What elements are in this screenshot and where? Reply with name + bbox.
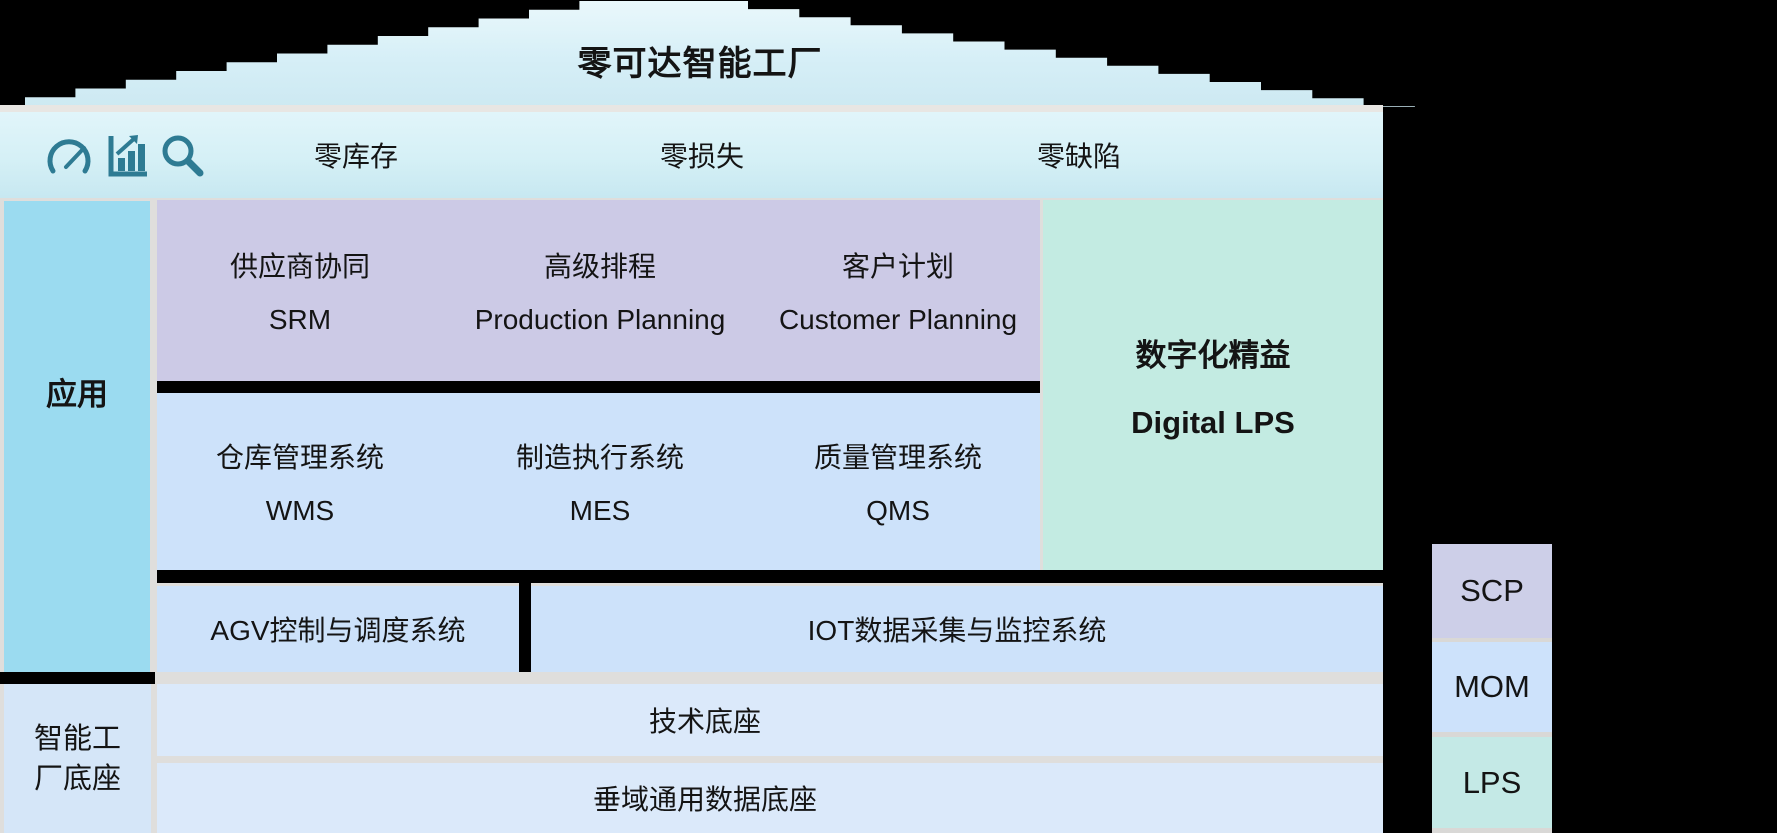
- foundation-label: 智能工厂底座: [33, 722, 121, 795]
- production-planning-box: 高级排程 Production Planning: [440, 200, 760, 381]
- lps-box: LPS: [1432, 737, 1552, 828]
- mes-label-zh: 制造执行系统: [515, 442, 684, 473]
- foundation-label-box: 智能工厂底座: [4, 684, 151, 833]
- goal-zero-inventory: 零库存: [313, 141, 399, 172]
- wms-box: 仓库管理系统 WMS: [140, 393, 460, 570]
- iot-system-box: IOT数据采集与监控系统: [531, 586, 1383, 672]
- qms-label-zh: 质量管理系统: [813, 442, 982, 473]
- data-foundation-label: 垂域通用数据底座: [592, 784, 817, 815]
- divider-under-application-column: [0, 672, 155, 684]
- search-icon: [162, 135, 204, 177]
- production-planning-label-en: Production Planning: [474, 304, 726, 335]
- srm-label-en: SRM: [268, 304, 332, 335]
- qms-label-en: QMS: [866, 495, 930, 526]
- digital-lps-label-zh: 数字化精益: [1135, 337, 1291, 373]
- mom-label: MOM: [1454, 669, 1530, 704]
- wms-label-zh: 仓库管理系统: [215, 442, 384, 473]
- planning-band: 供应商协同 SRM 高级排程 Production Planning 客户计划 …: [157, 200, 1040, 381]
- customer-planning-label-en: Customer Planning: [778, 304, 1018, 335]
- agv-system-label: AGV控制与调度系统: [210, 615, 466, 646]
- tech-foundation-row: 技术底座: [157, 684, 1383, 756]
- production-planning-label-zh: 高级排程: [543, 251, 656, 282]
- customer-planning-label-zh: 客户计划: [841, 251, 954, 282]
- side-stack: SCP MOM LPS: [1432, 544, 1552, 833]
- srm-label-zh: 供应商协同: [229, 251, 370, 282]
- application-label: 应用: [46, 377, 108, 412]
- digital-lps-box: 数字化精益 Digital LPS: [1043, 200, 1383, 570]
- digital-lps-label-en: Digital LPS: [1131, 404, 1295, 440]
- wms-label-en: WMS: [265, 495, 335, 526]
- customer-planning-box: 客户计划 Customer Planning: [738, 200, 1058, 381]
- page-title: 零可达智能工厂: [577, 45, 823, 83]
- divider-above-device-row: [157, 570, 1386, 583]
- goals-banner: 零库存 零损失 零缺陷: [0, 105, 1383, 198]
- application-column: 应用: [4, 201, 150, 672]
- scp-label: SCP: [1460, 573, 1524, 608]
- mom-box: MOM: [1432, 642, 1552, 732]
- gauge-icon: [47, 139, 91, 174]
- lps-label: LPS: [1462, 764, 1522, 800]
- divider-agv-iot: [519, 583, 531, 672]
- bar-chart-icon: [108, 135, 147, 177]
- tech-foundation-label: 技术底座: [648, 706, 761, 737]
- mes-label-en: MES: [569, 495, 631, 526]
- mes-box: 制造执行系统 MES: [440, 393, 760, 570]
- agv-system-box: AGV控制与调度系统: [157, 586, 519, 672]
- qms-box: 质量管理系统 QMS: [738, 393, 1058, 570]
- banner-icons: [44, 130, 206, 182]
- goal-zero-loss: 零损失: [659, 141, 745, 172]
- scp-box: SCP: [1432, 544, 1552, 638]
- iot-system-label: IOT数据采集与监控系统: [807, 615, 1107, 646]
- goal-zero-defect: 零缺陷: [1036, 141, 1122, 172]
- execution-band: 仓库管理系统 WMS 制造执行系统 MES 质量管理系统 QMS: [157, 393, 1040, 570]
- divider-planning-execution: [157, 381, 1040, 393]
- data-foundation-row: 垂域通用数据底座: [157, 763, 1383, 833]
- srm-box: 供应商协同 SRM: [140, 200, 460, 381]
